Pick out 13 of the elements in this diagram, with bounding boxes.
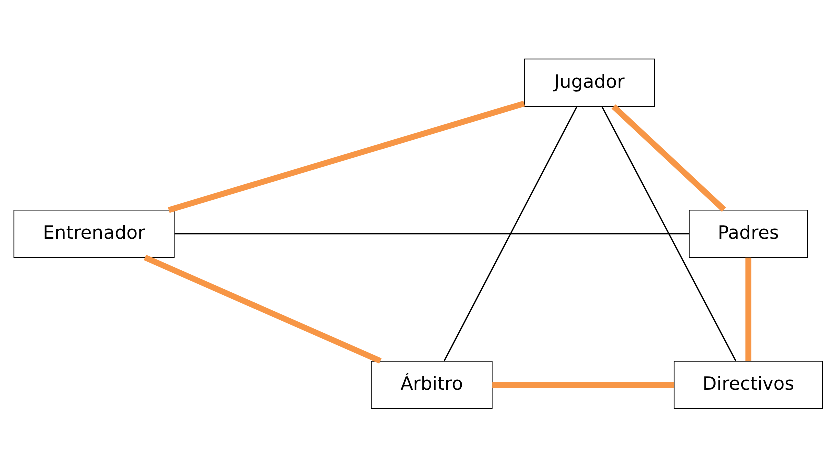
node-box: Directivos (674, 360, 824, 409)
connector (746, 257, 752, 361)
connector (444, 106, 578, 361)
connector (174, 232, 690, 234)
connector (612, 104, 726, 212)
node-box: Padres (689, 209, 808, 258)
connector (602, 106, 737, 361)
node-box: Entrenador (14, 209, 175, 258)
connector (168, 100, 526, 213)
node-box: Jugador (524, 58, 656, 106)
node-box: Árbitro (371, 360, 493, 409)
connector (492, 382, 674, 388)
connector (144, 254, 382, 364)
